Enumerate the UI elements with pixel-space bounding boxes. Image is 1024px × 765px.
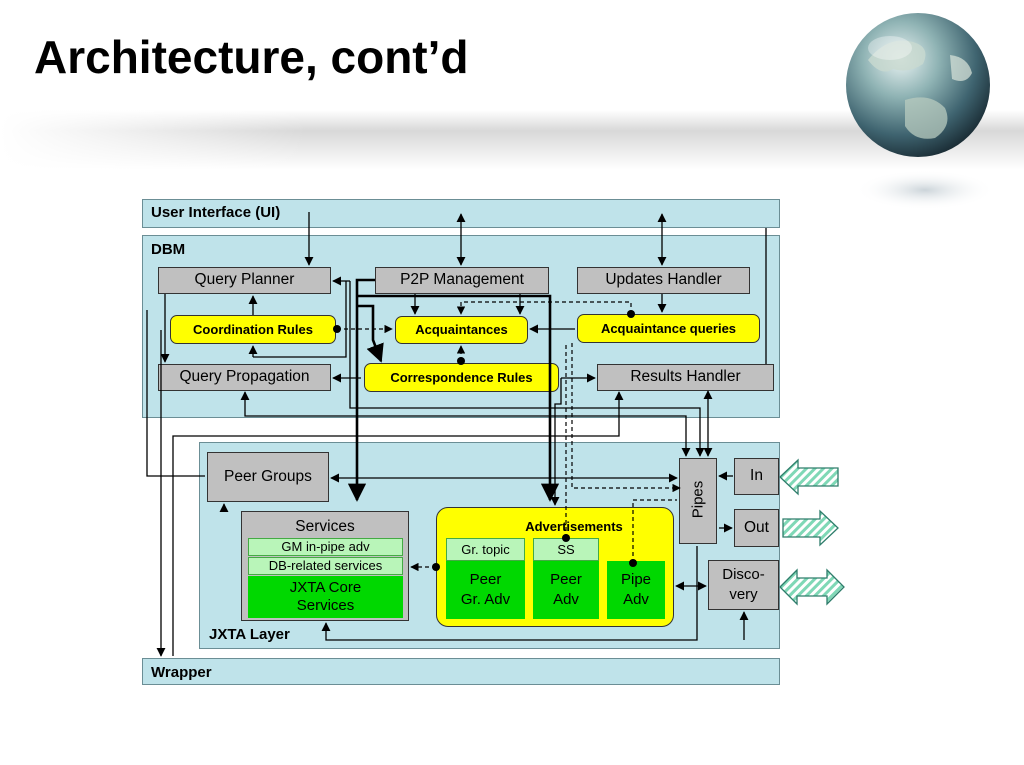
gr-topic-box: Gr. topic xyxy=(446,538,525,561)
query-propagation-box: Query Propagation xyxy=(158,364,331,391)
coordination-rules-box: Coordination Rules xyxy=(170,315,336,344)
discovery-box: Disco-very xyxy=(708,560,779,610)
wrapper-layer-label: Wrapper xyxy=(151,664,212,681)
db-related-services-box: DB-related services xyxy=(248,557,403,575)
jxta-layer-label: JXTA Layer xyxy=(209,626,290,643)
ui-layer-label: User Interface (UI) xyxy=(151,204,281,221)
p2p-management-box: P2P Management xyxy=(375,267,549,294)
pipes-label: Pipes xyxy=(689,480,707,519)
services-title: Services xyxy=(295,518,355,535)
acquaintance-queries-box: Acquaintance queries xyxy=(577,314,760,343)
updates-handler-box: Updates Handler xyxy=(577,267,750,294)
slide-title: Architecture, cont’d xyxy=(34,31,469,83)
globe-icon xyxy=(846,13,990,157)
in-box: In xyxy=(734,458,779,495)
out-box: Out xyxy=(734,509,779,547)
jxta-core-services-box: JXTA Core Services xyxy=(248,576,403,618)
dbm-layer-label: DBM xyxy=(151,241,186,258)
query-planner-box: Query Planner xyxy=(158,267,331,294)
peer-adv-box: Peer Adv xyxy=(533,561,599,619)
peer-gr-adv-box: Peer Gr. Adv xyxy=(446,561,525,619)
advertisements-title: Advertisements xyxy=(525,519,623,534)
pipe-adv-box: Pipe Adv xyxy=(607,561,665,619)
ss-box: SS xyxy=(533,538,599,561)
correspondence-rules-box: Correspondence Rules xyxy=(364,363,559,392)
results-handler-box: Results Handler xyxy=(597,364,774,391)
wrapper-layer xyxy=(142,658,780,685)
peer-groups-box: Peer Groups xyxy=(207,452,329,502)
acquaintances-box: Acquaintances xyxy=(395,316,528,344)
pipes-box xyxy=(679,458,717,544)
gm-in-pipe-adv-box: GM in-pipe adv xyxy=(248,538,403,556)
